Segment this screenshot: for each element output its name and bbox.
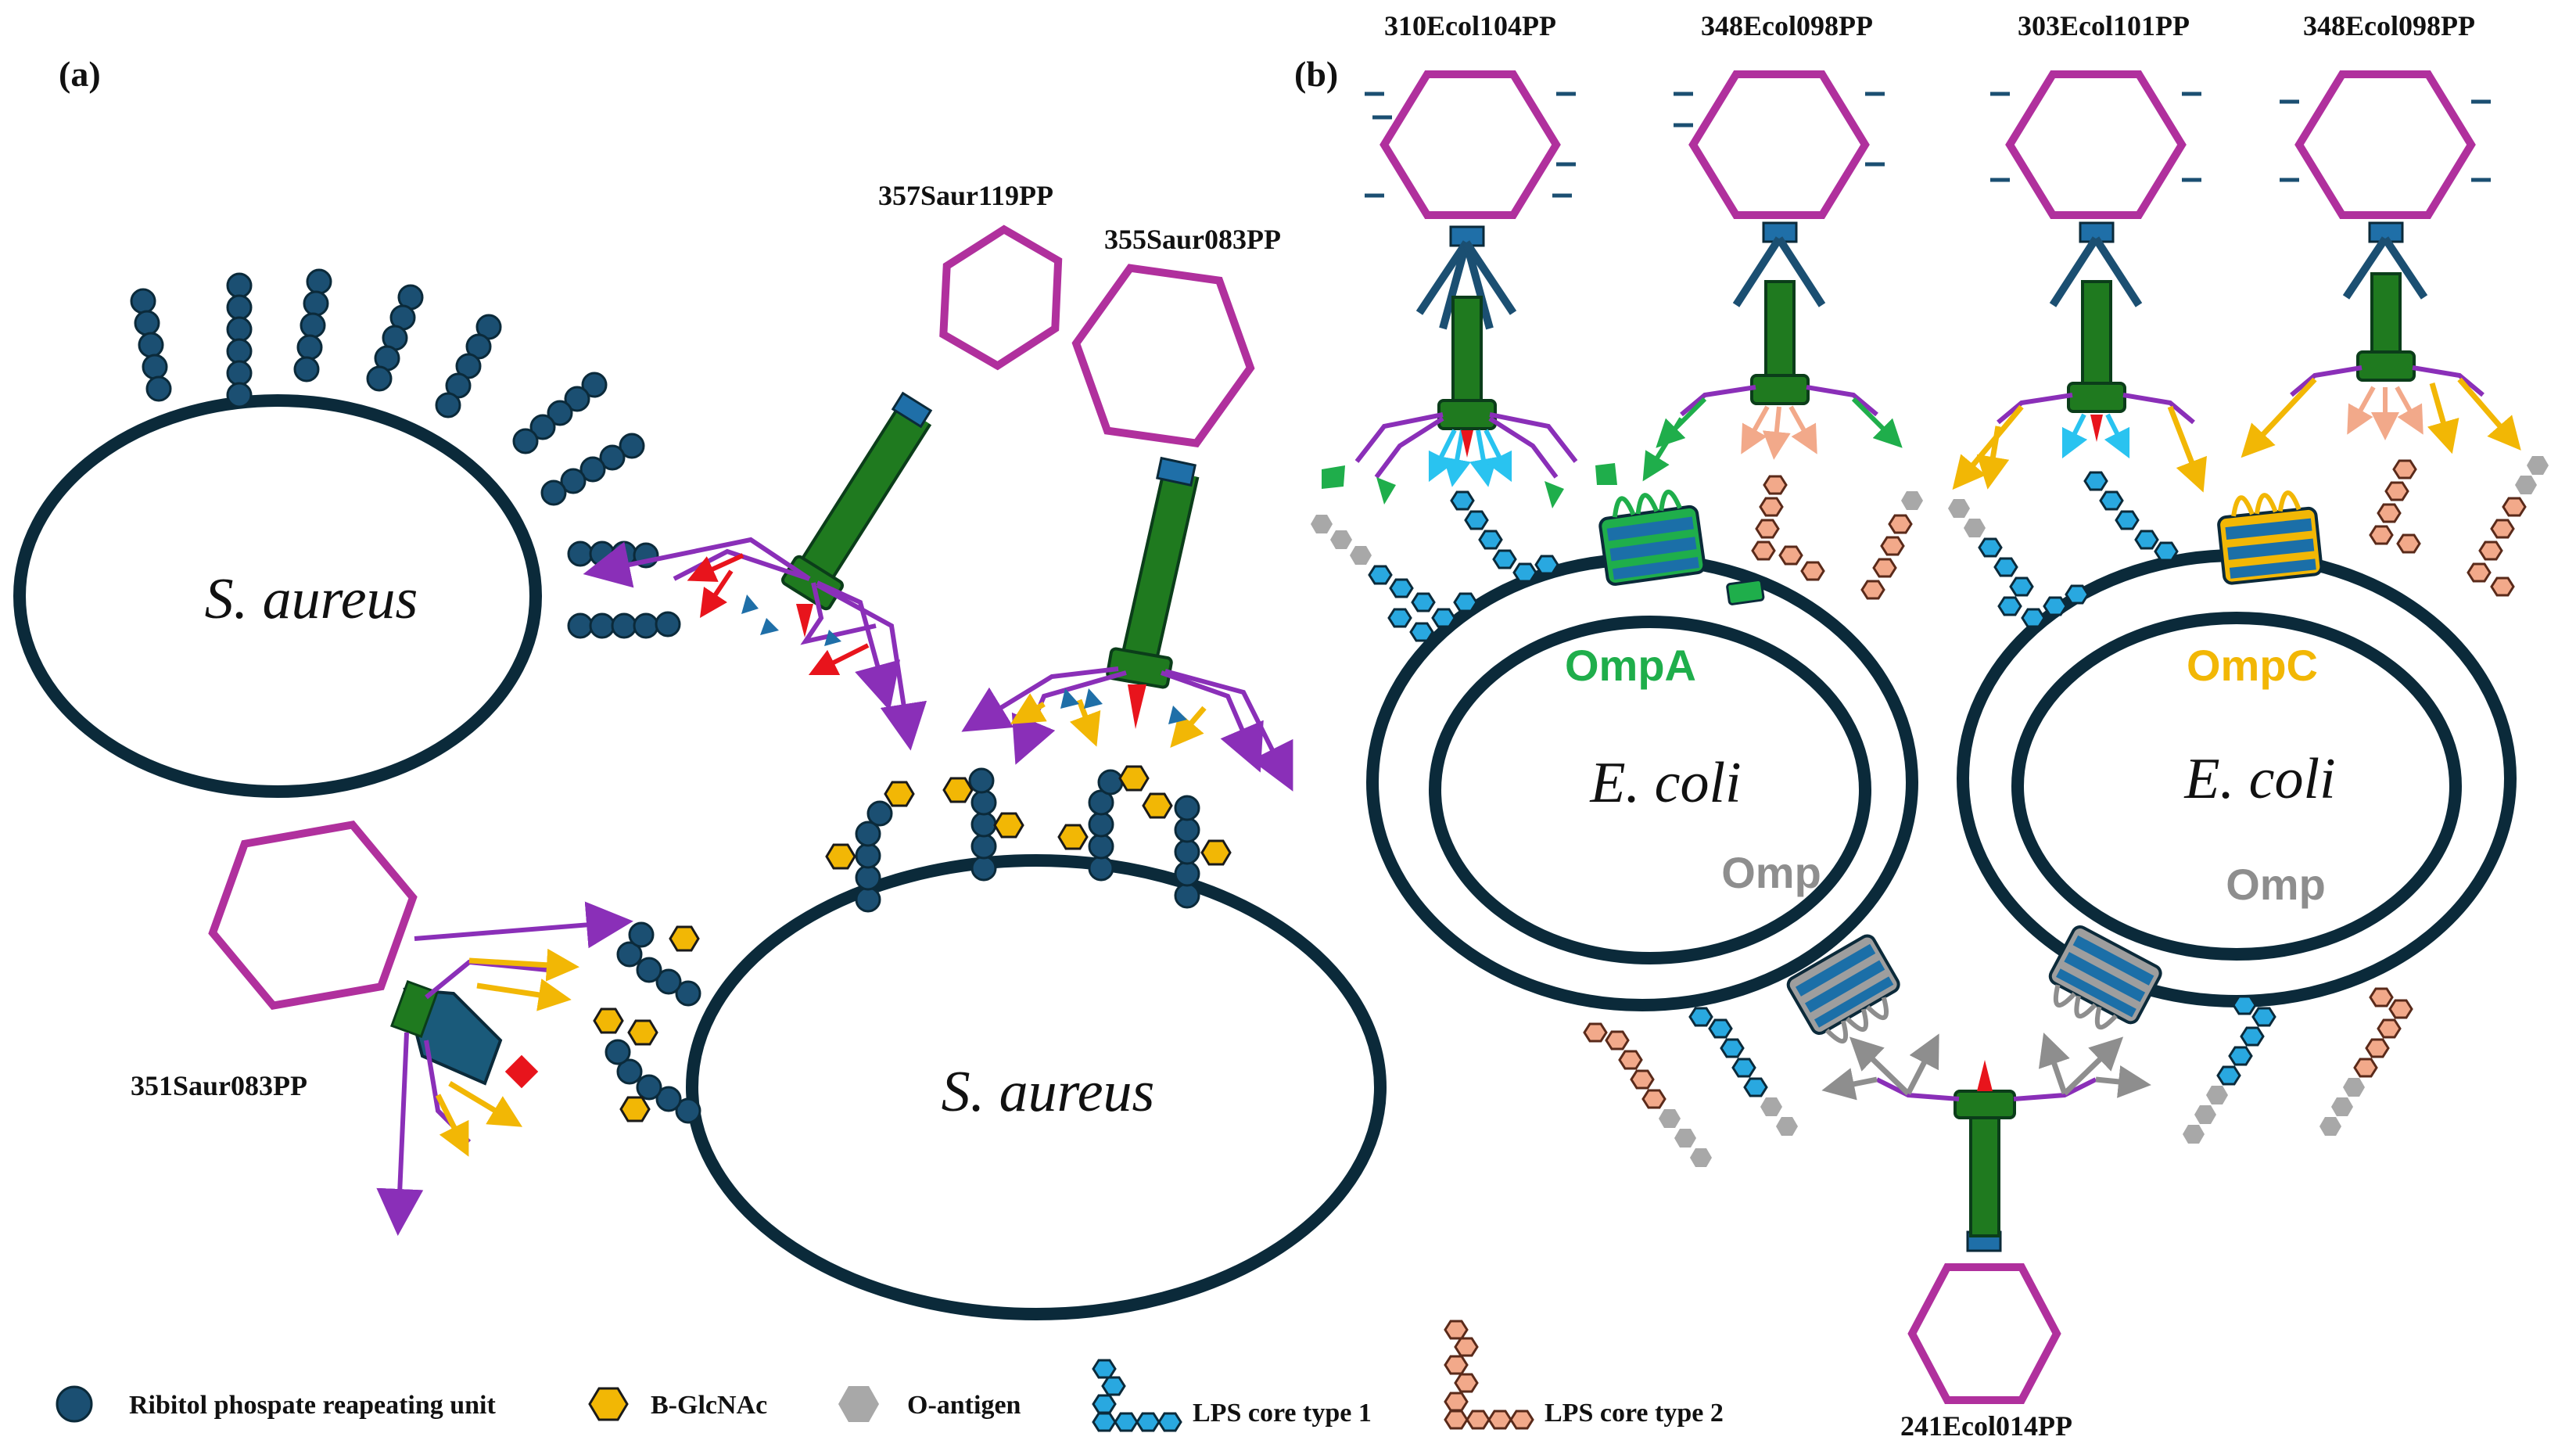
glcnac-icon bbox=[588, 1387, 629, 1421]
o-antigen-icon bbox=[838, 1386, 879, 1422]
phage-348ecol098pp-a bbox=[1642, 70, 1903, 482]
e-coli-cell-left: E. coli bbox=[1366, 553, 1918, 1011]
phage-label-355saur083pp: 355Saur083PP bbox=[1104, 224, 1281, 255]
e-coli-left-label: E. coli bbox=[1589, 751, 1741, 815]
ompc-barrel bbox=[2217, 490, 2323, 585]
legend-label-lps1: LPS core type 1 bbox=[1193, 1399, 1372, 1428]
phage-310ecol104pp bbox=[1322, 70, 1617, 508]
phage-303ecol101pp bbox=[1952, 70, 2207, 493]
phage-label-357saur119pp: 357Saur119PP bbox=[878, 180, 1053, 211]
ompa-barrel bbox=[1598, 490, 1765, 605]
phage-label-348ecol098pp-b: 348Ecol098PP bbox=[2303, 10, 2475, 41]
legend: Ribitol phospate reapeating unit B-GlcNA… bbox=[56, 1320, 1724, 1432]
legend-item-glcnac: B-GlcNAc bbox=[588, 1387, 767, 1421]
phage-241ecol014pp bbox=[1821, 1033, 2151, 1404]
omp-barrel-left bbox=[1786, 934, 1900, 1044]
lps-core-type-2-icon bbox=[1444, 1320, 1534, 1430]
phage-label-310ecol104pp: 310Ecol104PP bbox=[1384, 10, 1556, 41]
phage-348ecol098pp-b bbox=[2241, 70, 2521, 458]
ribitol-phosphate-icon bbox=[56, 1385, 93, 1423]
legend-label-glcnac: B-GlcNAc bbox=[651, 1391, 767, 1420]
e-coli-cell-right: E. coli bbox=[1957, 549, 2517, 1007]
legend-label-ribitol: Ribitol phospate reapeating unit bbox=[129, 1391, 497, 1420]
omp-left-label: Omp bbox=[1721, 848, 1821, 897]
legend-label-o-antigen: O-antigen bbox=[907, 1391, 1021, 1420]
s-aureus-top-label: S. aureus bbox=[205, 567, 418, 631]
omp-right-label: Omp bbox=[2226, 860, 2326, 909]
phage-label-241ecol014pp: 241Ecol014PP bbox=[1900, 1410, 2072, 1442]
ompa-label: OmpA bbox=[1565, 641, 1696, 690]
panel-a-label: (a) bbox=[59, 54, 101, 94]
s-aureus-bottom-label: S. aureus bbox=[942, 1060, 1155, 1124]
s-aureus-cell-bottom: S. aureus bbox=[686, 854, 1387, 1320]
phage-357saur119pp bbox=[583, 224, 1063, 751]
phage-355saur083pp bbox=[961, 264, 1293, 792]
e-coli-right-label: E. coli bbox=[2183, 747, 2335, 811]
ompc-label: OmpC bbox=[2187, 641, 2318, 690]
phage-label-303ecol101pp: 303Ecol101PP bbox=[2018, 10, 2190, 41]
phage-label-348ecol098pp-a: 348Ecol098PP bbox=[1701, 10, 1873, 41]
s-aureus-cell-top: S. aureus bbox=[13, 394, 542, 798]
phage-label-351saur083pp: 351Saur083PP bbox=[131, 1070, 307, 1101]
omp-barrel-right bbox=[2048, 925, 2162, 1030]
legend-item-ribitol: Ribitol phospate reapeating unit bbox=[56, 1385, 497, 1423]
legend-item-lps2: LPS core type 2 bbox=[1444, 1320, 1724, 1430]
phage-351saur083pp bbox=[208, 821, 633, 1236]
legend-item-o-antigen: O-antigen bbox=[838, 1386, 1021, 1422]
legend-label-lps2: LPS core type 2 bbox=[1545, 1399, 1724, 1428]
panel-b-label: (b) bbox=[1294, 54, 1338, 94]
legend-item-lps1: LPS core type 1 bbox=[1092, 1359, 1372, 1432]
lps-core-type-1-icon bbox=[1092, 1359, 1182, 1432]
